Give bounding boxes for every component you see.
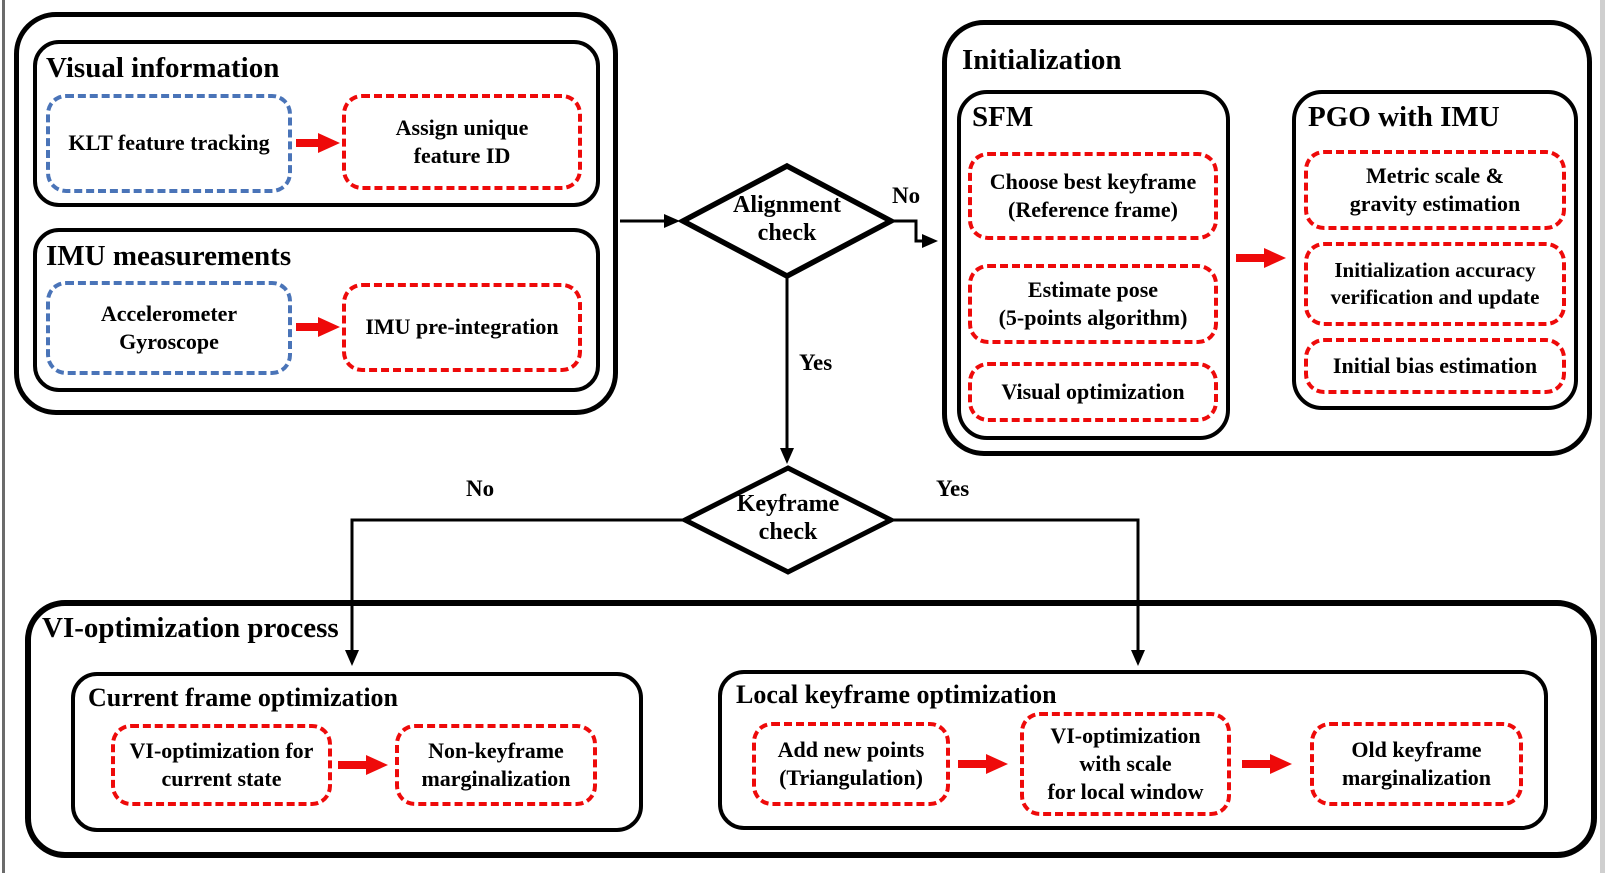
choose-best-keyframe-node: Choose best keyframe (Reference frame) xyxy=(968,152,1218,240)
imu-pre-integration-node: IMU pre-integration xyxy=(342,283,582,372)
keyframe-yes-label: Yes xyxy=(936,476,970,501)
assign-unique-feature-id-node: Assign unique feature ID xyxy=(342,94,582,190)
local-keyframe-optimization-title: Local keyframe optimization xyxy=(736,680,1057,709)
imu-measurements-title: IMU measurements xyxy=(46,240,292,272)
sfm-title: SFM xyxy=(972,101,1034,133)
visual-information-title: Visual information xyxy=(46,52,280,84)
keyframe-check-label: Keyframe check xyxy=(736,491,840,545)
estimate-pose-node: Estimate pose (5-points algorithm) xyxy=(968,264,1218,344)
current-frame-optimization-title: Current frame optimization xyxy=(88,683,399,712)
accelerometer-gyroscope-node: Accelerometer Gyroscope xyxy=(46,281,292,375)
initialization-title: Initialization xyxy=(962,44,1122,76)
klt-feature-tracking-node: KLT feature tracking xyxy=(46,94,292,193)
add-new-points-node: Add new points (Triangulation) xyxy=(752,722,950,806)
initialization-accuracy-node: Initialization accuracy verification and… xyxy=(1304,242,1566,326)
vi-optimization-with-scale-node: VI-optimization with scale for local win… xyxy=(1020,712,1231,816)
left-window-edge xyxy=(2,0,5,873)
initial-bias-estimation-node: Initial bias estimation xyxy=(1304,338,1566,394)
connector-alignment-no-to-initialization xyxy=(891,219,938,248)
alignment-no-label: No xyxy=(892,183,921,208)
alignment-check-label: Alignment check xyxy=(733,192,841,246)
old-keyframe-marginalization-node: Old keyframe marginalization xyxy=(1310,722,1523,806)
visual-optimization-node: Visual optimization xyxy=(968,362,1218,422)
right-window-edge xyxy=(1600,0,1605,873)
alignment-yes-label: Yes xyxy=(799,350,833,375)
vi-optimization-process-title: VI-optimization process xyxy=(42,612,339,644)
metric-scale-gravity-node: Metric scale & gravity estimation xyxy=(1304,150,1566,230)
vi-optimization-current-state-node: VI-optimization for current state xyxy=(111,724,332,806)
pgo-with-imu-title: PGO with IMU xyxy=(1308,101,1500,133)
non-keyframe-marginalization-node: Non-keyframe marginalization xyxy=(395,724,597,806)
keyframe-no-label: No xyxy=(466,476,495,501)
